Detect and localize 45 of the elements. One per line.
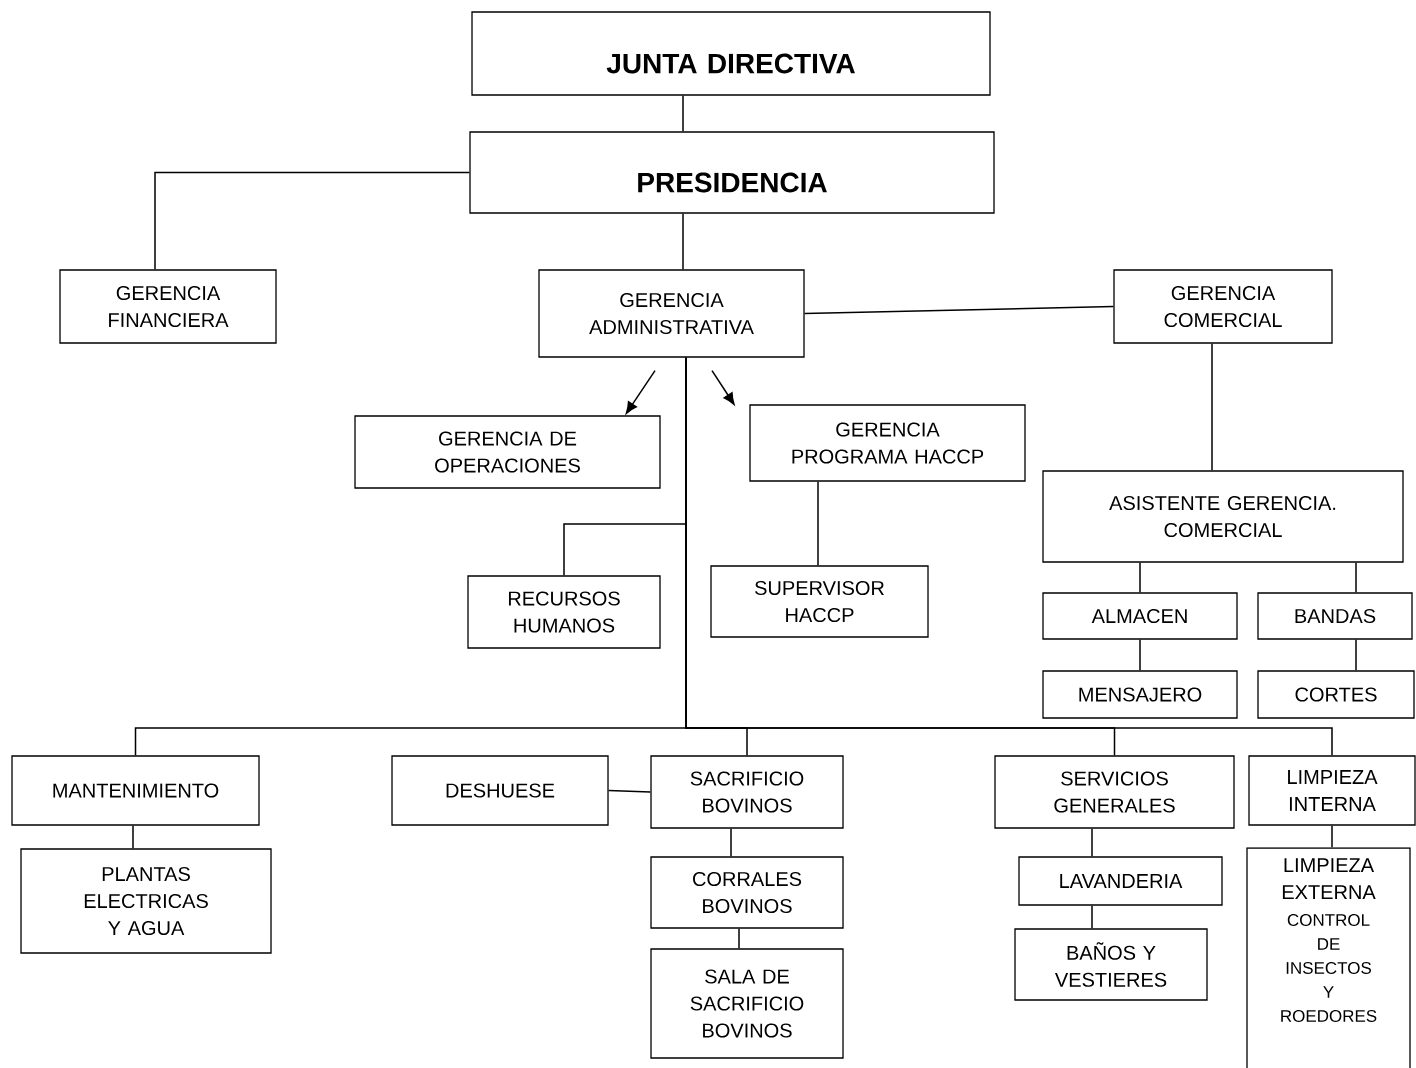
connector-line <box>682 212 684 271</box>
org-box: PLANTAS ELECTRICAS Y AGUA <box>20 848 272 954</box>
org-box: BAÑOS Y VESTIERES <box>1014 928 1208 1001</box>
org-box: MANTENIMIENTO <box>11 755 260 826</box>
org-box: ALMACEN <box>1042 592 1238 640</box>
org-box: LIMPIEZA EXTERNA CONTROL DE INSECTOS Y ROEDORES <box>1246 847 1411 1068</box>
org-box: SACRIFICIO BOVINOS <box>650 755 844 829</box>
connector-line <box>1139 638 1141 672</box>
connector-line <box>803 305 1115 315</box>
org-box: BANDAS <box>1257 592 1413 640</box>
connector-line <box>154 171 471 271</box>
org-box: GERENCIA COMERCIAL <box>1113 269 1333 344</box>
org-box: DESHUESE <box>391 755 609 826</box>
connector-line <box>607 789 652 793</box>
connector-line <box>685 356 1333 757</box>
org-box: GERENCIA FINANCIERA <box>59 269 277 344</box>
org-box: GERENCIA DE OPERACIONES <box>354 415 661 489</box>
org-box: GERENCIA PROGRAMA HACCP <box>749 404 1026 482</box>
connector-line <box>730 827 732 858</box>
org-box: CORTES <box>1257 670 1415 719</box>
org-box: ASISTENTE GERENCIA. COMERCIAL <box>1042 470 1404 563</box>
org-box: PRESIDENCIA <box>469 131 995 214</box>
connector-line <box>1139 561 1141 594</box>
connector-line <box>738 927 740 950</box>
connector-line <box>1091 904 1093 930</box>
connector-line <box>132 824 134 850</box>
connector-line <box>1355 561 1357 594</box>
org-box: LAVANDERIA <box>1018 856 1223 906</box>
connector-line <box>1331 824 1333 849</box>
arrow <box>625 369 656 414</box>
org-box: SERVICIOS GENERALES <box>994 755 1235 829</box>
org-box: CORRALES BOVINOS <box>650 856 844 929</box>
org-box: SALA DE SACRIFICIO BOVINOS <box>650 948 844 1059</box>
org-box: RECURSOS HUMANOS <box>467 575 661 649</box>
org-box: MENSAJERO <box>1042 670 1238 719</box>
org-box: LIMPIEZA INTERNA <box>1248 755 1416 826</box>
connector-line <box>682 94 684 133</box>
org-box: GERENCIA ADMINISTRATIVA <box>538 269 805 358</box>
connector-line <box>817 480 819 567</box>
connector-line <box>1355 638 1357 672</box>
arrow <box>711 369 735 405</box>
org-box: SUPERVISOR HACCP <box>710 565 929 638</box>
connector-line <box>1091 827 1093 858</box>
org-box: JUNTA DIRECTIVA <box>471 11 991 96</box>
connector-line <box>1211 342 1213 472</box>
